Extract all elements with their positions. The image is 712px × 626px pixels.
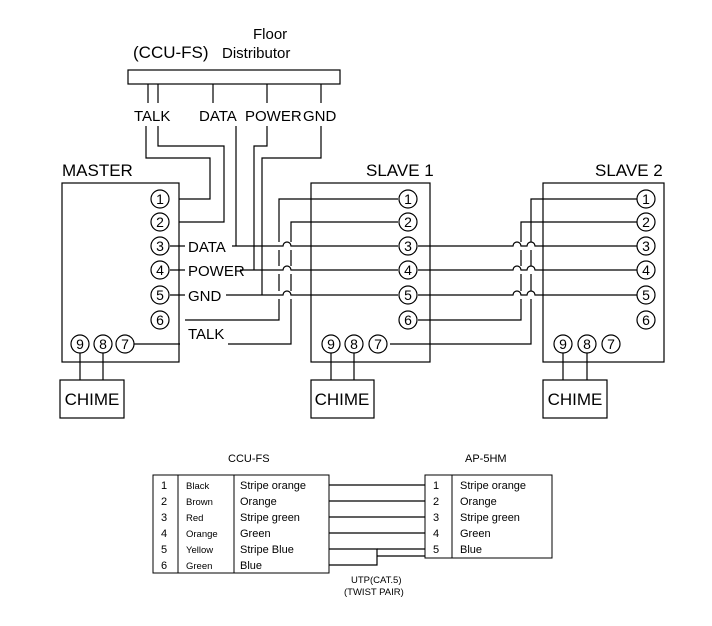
cable-label-line1: UTP(CAT.5) — [351, 575, 402, 586]
right-row2-pin: 2 — [433, 496, 439, 508]
left-row2-pair: Orange — [240, 496, 277, 508]
right-row1-pair: Stripe orange — [460, 480, 526, 492]
slave1-pin-8: 8 — [350, 336, 358, 352]
unit-slave2-label: SLAVE 2 — [595, 161, 663, 180]
unit-master-label: MASTER — [62, 161, 133, 180]
master-pin-3: 3 — [156, 238, 164, 254]
distributor-wires — [145, 84, 322, 295]
distributor-bar — [127, 69, 341, 85]
slave2-pin-5: 5 — [642, 287, 650, 303]
master-chime-label: CHIME — [65, 390, 120, 409]
slave2-pin-3: 3 — [642, 238, 650, 254]
master-pin-4: 4 — [156, 262, 164, 278]
table-left: 1 Black Stripe orange 2 Brown Orange 3 R… — [152, 474, 330, 574]
left-row3-pin: 3 — [161, 512, 167, 524]
right-row5-pin: 5 — [433, 544, 439, 556]
master-signal-talk: TALK — [188, 326, 224, 343]
slave2-pin-9: 9 — [559, 336, 567, 352]
slave1-pin-5: 5 — [404, 287, 412, 303]
left-row4-color: Orange — [186, 529, 218, 540]
left-row6-pair: Blue — [240, 560, 262, 572]
chime-wires — [79, 353, 588, 380]
master-signal-data: DATA — [188, 239, 226, 256]
slave1-pin-2: 2 — [404, 214, 412, 230]
left-row5-color: Yellow — [186, 545, 213, 556]
slave1-chime-label: CHIME — [315, 390, 370, 409]
terminal-talk: TALK — [134, 108, 170, 125]
left-row3-color: Red — [186, 513, 203, 524]
right-row1-pin: 1 — [433, 480, 439, 492]
terminal-data: DATA — [199, 108, 237, 125]
master-pin-5: 5 — [156, 287, 164, 303]
table-connector-wires — [329, 484, 425, 566]
left-row1-pair: Stripe orange — [240, 480, 306, 492]
slave1-pin-4: 4 — [404, 262, 412, 278]
slave2-chime-label: CHIME — [548, 390, 603, 409]
table-left-title: CCU-FS — [228, 453, 270, 465]
left-row6-pin: 6 — [161, 560, 167, 572]
master-pin-6: 6 — [156, 312, 164, 328]
right-row3-pin: 3 — [433, 512, 439, 524]
left-row4-pin: 4 — [161, 528, 167, 540]
slave2-pins: 1 2 3 4 5 6 9 8 7 — [553, 189, 656, 354]
left-row1-pin: 1 — [161, 480, 167, 492]
terminal-gnd: GND — [303, 108, 337, 125]
right-row4-pin: 4 — [433, 528, 439, 540]
slave1-pin-6: 6 — [404, 312, 412, 328]
master-chime — [59, 379, 125, 419]
master-pin-9: 9 — [76, 336, 84, 352]
left-row6-color: Green — [186, 561, 212, 572]
slave2-chime — [542, 379, 608, 419]
master-signal-power: POWER — [188, 263, 245, 280]
slave2-pin-4: 4 — [642, 262, 650, 278]
master-pin-2: 2 — [156, 214, 164, 230]
slave1-pins: 1 2 3 4 5 6 9 8 7 — [321, 189, 418, 354]
slave1-pin-1: 1 — [404, 191, 412, 207]
left-row4-pair: Green — [240, 528, 271, 540]
slave1-pin-9: 9 — [327, 336, 335, 352]
slave2-pin-2: 2 — [642, 214, 650, 230]
left-row5-pair: Stripe Blue — [240, 544, 294, 556]
table-right: 1 Stripe orange 2 Orange 3 Stripe green … — [424, 474, 553, 559]
left-row2-color: Brown — [186, 497, 213, 508]
terminal-power: POWER — [245, 108, 302, 125]
slave1-pin-3: 3 — [404, 238, 412, 254]
slave1-chime — [310, 379, 375, 419]
slave2-pin-7: 7 — [607, 336, 615, 352]
master-pin-1: 1 — [156, 191, 164, 207]
left-row2-pin: 2 — [161, 496, 167, 508]
right-row5-pair: Blue — [460, 544, 482, 556]
left-row5-pin: 5 — [161, 544, 167, 556]
distributor-model: (CCU-FS) — [133, 43, 209, 62]
left-row1-color: Black — [186, 481, 209, 492]
slave2-pin-8: 8 — [583, 336, 591, 352]
distributor-title-line1: Floor — [253, 26, 287, 43]
right-row4-pair: Green — [460, 528, 491, 540]
cable-label-line2: (TWIST PAIR) — [344, 587, 404, 598]
unit-slave1-label: SLAVE 1 — [366, 161, 434, 180]
slave2-pin-1: 1 — [642, 191, 650, 207]
left-row3-pair: Stripe green — [240, 512, 300, 524]
slave1-pin-7: 7 — [374, 336, 382, 352]
right-row3-pair: Stripe green — [460, 512, 520, 524]
right-row2-pair: Orange — [460, 496, 497, 508]
table-right-title: AP-5HM — [465, 453, 507, 465]
bus-wires — [134, 198, 638, 345]
master-pins: 1 2 3 4 5 6 9 8 7 — [70, 189, 170, 354]
master-signal-gnd: GND — [188, 288, 222, 305]
master-pin-8: 8 — [99, 336, 107, 352]
distributor-title-line2: Distributor — [222, 45, 290, 62]
slave2-pin-6: 6 — [642, 312, 650, 328]
master-pin-7: 7 — [121, 336, 129, 352]
